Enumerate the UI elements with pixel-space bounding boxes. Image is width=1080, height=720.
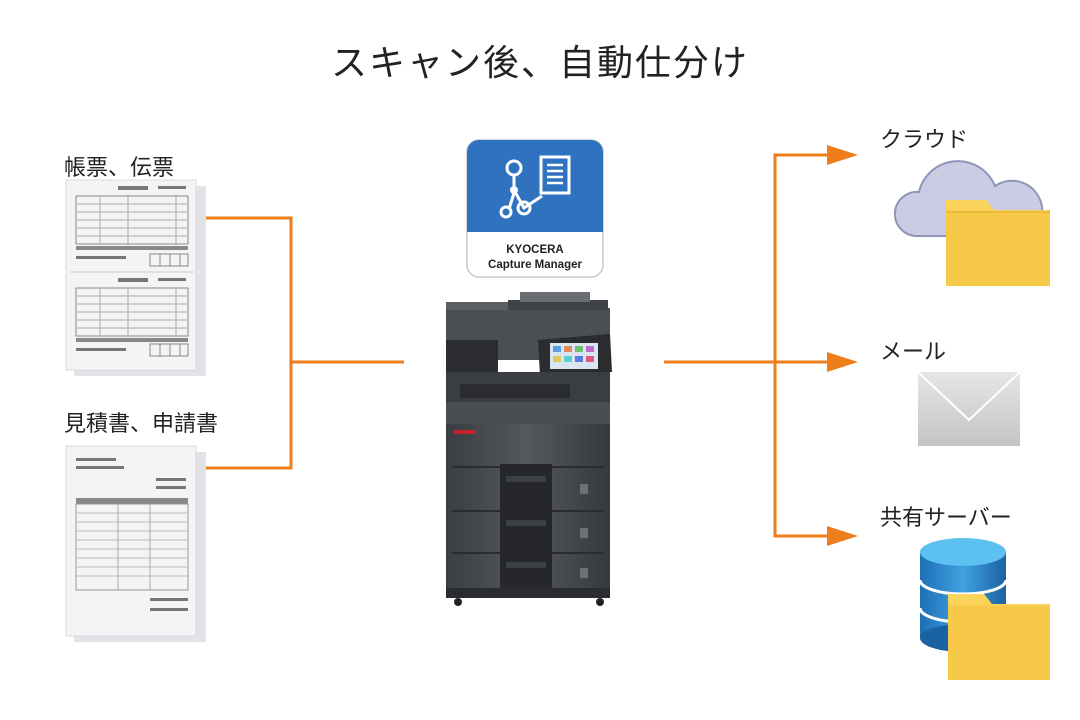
- capture-manager-app-icon: KYOCERA Capture Manager: [466, 139, 604, 278]
- arrow-to-cloud: [827, 145, 858, 165]
- cloud-label: クラウド: [880, 128, 969, 153]
- page-title: スキャン後、自動仕分け: [330, 43, 749, 84]
- quote-document-icon: [65, 445, 206, 642]
- output-connector: [664, 153, 829, 538]
- input-connector: [206, 216, 404, 470]
- server-label: 共有サーバー: [880, 506, 1012, 531]
- invoice-document-icon: [65, 179, 206, 376]
- multifunction-printer-icon: [446, 292, 612, 606]
- invoices-label: 帳票、伝票: [64, 156, 175, 181]
- mail-envelope-icon: [917, 371, 1021, 446]
- app-name-line2: Capture Manager: [488, 259, 582, 271]
- quotes-label: 見積書、申請書: [64, 412, 219, 437]
- server-folder-icon: [948, 594, 1050, 680]
- arrow-to-server: [827, 526, 858, 546]
- app-name-line1: KYOCERA: [506, 244, 564, 256]
- cloud-folder-icon: [893, 160, 1050, 286]
- arrow-to-mail: [827, 352, 858, 372]
- mail-label: メール: [880, 340, 947, 365]
